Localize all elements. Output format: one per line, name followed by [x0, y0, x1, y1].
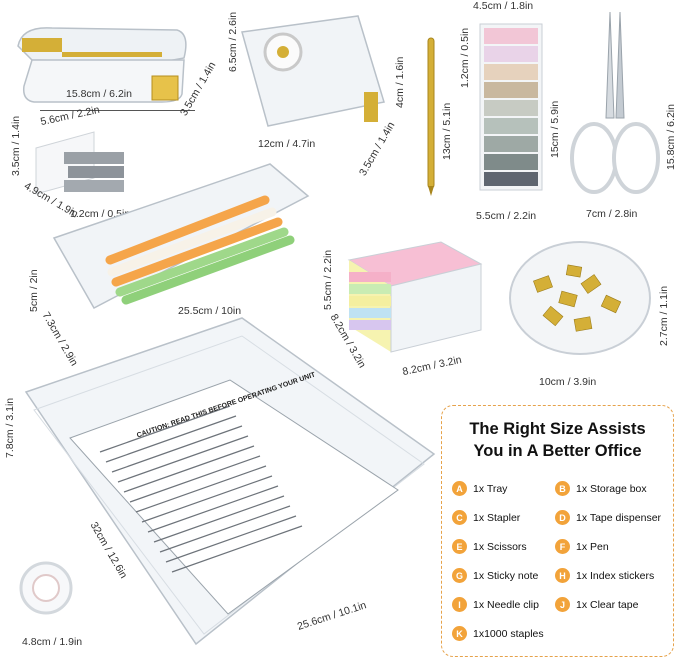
clip-height-label: 2.7cm / 1.1in [658, 285, 670, 346]
package-contents-panel: The Right Size Assists You in A Better O… [441, 405, 674, 657]
needle-clip-image [505, 238, 655, 364]
scissors-width-label: 7cm / 2.8in [586, 208, 638, 220]
list-item: E 1x Scissors [452, 539, 527, 554]
tape-dispenser-image [238, 12, 388, 130]
stapler-image [12, 16, 192, 104]
pen-length-label: 13cm / 5.1in [441, 102, 453, 160]
stickers-strip-label: 1.2cm / 0.5in [459, 27, 471, 88]
list-item: B 1x Storage box [555, 481, 647, 496]
clip-diameter-label: 10cm / 3.9in [539, 376, 597, 388]
sticky-note-image [345, 238, 485, 356]
stickers-height-label: 15cm / 5.9in [549, 100, 561, 158]
list-item: H 1x Index stickers [555, 568, 654, 583]
note-height-label: 5.5cm / 2.2in [322, 249, 334, 310]
staples-length-label: 5.6cm / 2.2in [39, 103, 101, 129]
list-item: D 1x Tape dispenser [555, 510, 661, 525]
scissors-image [566, 8, 664, 200]
tape-height-label: 4cm / 1.6in [394, 56, 406, 108]
list-item: I 1x Needle clip [452, 597, 539, 612]
box-length-label: 25.5cm / 10in [178, 305, 242, 317]
list-item: A 1x Tray [452, 481, 507, 496]
stapler-length-label: 15.8cm / 6.2in [66, 88, 132, 100]
clear-tape-image [18, 560, 74, 616]
cleartape-diameter-label: 4.8cm / 1.9in [22, 636, 83, 648]
index-stickers-image [478, 22, 544, 192]
tape-length-label: 12cm / 4.7in [258, 138, 316, 150]
panel-title: The Right Size Assists You in A Better O… [469, 420, 646, 460]
stickers-width-label: 4.5cm / 1.8in [473, 0, 534, 12]
staples-image [34, 128, 130, 204]
storage-box-image [50, 160, 310, 310]
list-item: J 1x Clear tape [555, 597, 638, 612]
tray-height-label: 7.8cm / 3.1in [4, 397, 16, 458]
list-item: F 1x Pen [555, 539, 609, 554]
tray-image [20, 314, 440, 650]
list-item: K 1x1000 staples [452, 626, 544, 641]
box-height-label: 5cm / 2in [28, 269, 40, 312]
scissors-height-label: 15.8cm / 6.2in [665, 104, 677, 170]
pen-image [422, 36, 440, 196]
list-item: G 1x Sticky note [452, 568, 538, 583]
stickers-bottom-label: 5.5cm / 2.2in [476, 210, 537, 222]
list-item: C 1x Stapler [452, 510, 520, 525]
staples-height-label: 3.5cm / 1.4in [10, 115, 22, 176]
